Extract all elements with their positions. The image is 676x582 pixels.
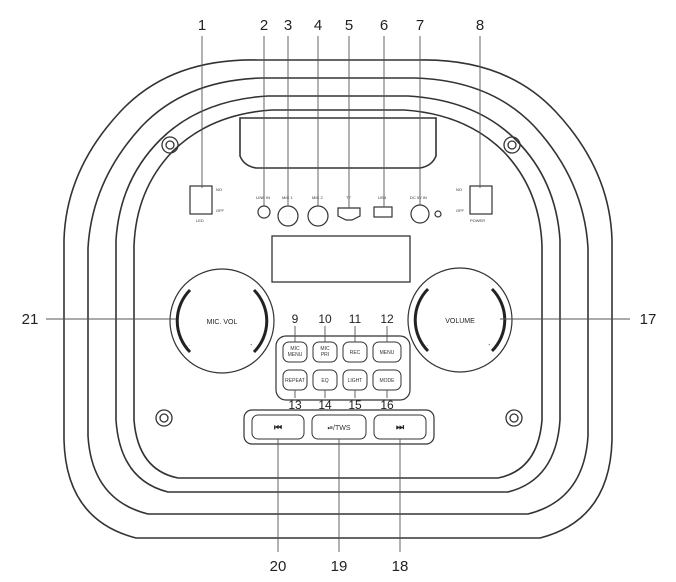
mode-label: MODE	[380, 378, 396, 384]
led-on-label: NO	[216, 187, 222, 192]
mic-volume-plus: +	[250, 342, 253, 347]
callout-5: 5	[345, 17, 353, 34]
led-switch[interactable]: NO OFF LED	[189, 185, 225, 223]
callout-1: 1	[198, 17, 206, 34]
button-row-1: MIC MENU MIC PRI REC MENU	[282, 341, 402, 363]
screw-top-right	[503, 136, 521, 154]
led-label: LED	[196, 218, 204, 223]
repeat-button[interactable]: REPEAT	[282, 369, 308, 391]
next-icon: ⏭	[396, 422, 405, 432]
mic-volume-label: MIC. VOL	[207, 319, 238, 326]
play-tws-label: ⏯/TWS	[327, 425, 350, 432]
mic-volume-knob[interactable]: MIC. VOL - +	[169, 268, 275, 374]
callout-4: 4	[314, 17, 322, 34]
volume-knob[interactable]: VOLUME - +	[407, 267, 513, 373]
callout-15: 15	[348, 398, 362, 412]
button-panel	[275, 335, 411, 401]
svg-text:PRI: PRI	[321, 352, 329, 358]
mic2-jack	[307, 205, 329, 227]
light-label: LIGHT	[348, 378, 363, 384]
callout-13: 13	[288, 398, 302, 412]
callout-8: 8	[476, 17, 484, 34]
button-row-2: REPEAT EQ LIGHT MODE	[282, 369, 402, 391]
screw-top-left	[161, 136, 179, 154]
speaker-body	[63, 59, 613, 539]
callout-16: 16	[380, 398, 394, 412]
eq-label: EQ	[321, 378, 328, 384]
eq-button[interactable]: EQ	[312, 369, 338, 391]
line-in-jack	[257, 205, 271, 219]
callout-10: 10	[318, 312, 332, 326]
volume-label: VOLUME	[445, 318, 475, 325]
callout-19: 19	[331, 558, 348, 575]
callout-numbers: 1 2 3 4 5 6 7 8 21 17 9 10 11 12 13 14 1…	[22, 17, 657, 575]
callout-20: 20	[270, 558, 287, 575]
usb-port	[373, 206, 393, 218]
callout-7: 7	[416, 17, 424, 34]
screw-bottom-left	[155, 409, 173, 427]
rec-label: REC	[350, 350, 361, 356]
menu-button[interactable]: MENU	[372, 341, 402, 363]
led-off-label: OFF	[216, 208, 225, 213]
svg-text:MENU: MENU	[288, 352, 303, 358]
mode-button[interactable]: MODE	[372, 369, 402, 391]
callout-17: 17	[640, 311, 657, 328]
callout-11: 11	[349, 312, 362, 326]
leader-lines	[46, 36, 630, 552]
mic-menu-button[interactable]: MIC MENU	[282, 341, 308, 363]
rec-button[interactable]: REC	[342, 341, 368, 363]
callout-2: 2	[260, 17, 268, 34]
display-window	[271, 235, 411, 283]
callout-6: 6	[380, 17, 388, 34]
callout-14: 14	[318, 398, 332, 412]
port-label-usb: USB	[378, 195, 387, 200]
tf-slot	[337, 207, 361, 221]
next-button[interactable]: ⏭	[373, 414, 427, 440]
port-label-dc-in: DC 5V IN	[410, 195, 427, 200]
power-switch[interactable]: NO OFF POWER	[456, 185, 493, 223]
play-tws-button[interactable]: ⏯/TWS	[311, 414, 367, 440]
port-label-line-in: LINE IN	[256, 195, 270, 200]
volume-plus: +	[488, 342, 491, 347]
callout-12: 12	[380, 312, 394, 326]
ports	[257, 204, 442, 227]
indicator-led	[434, 210, 442, 218]
dc-in-jack	[410, 204, 430, 224]
power-off-label: OFF	[456, 208, 465, 213]
callout-18: 18	[392, 558, 409, 575]
volume-minus: -	[427, 342, 429, 347]
svg-text:MIC: MIC	[320, 346, 330, 352]
power-on-label: NO	[456, 187, 462, 192]
previous-button[interactable]: ⏮	[251, 414, 305, 440]
power-label: POWER	[470, 218, 485, 223]
mic-volume-minus: -	[189, 342, 191, 347]
callout-3: 3	[284, 17, 292, 34]
repeat-label: REPEAT	[285, 378, 305, 384]
mic1-jack	[277, 205, 299, 227]
corner-screws	[155, 136, 523, 427]
callout-9: 9	[292, 312, 299, 326]
menu-label: MENU	[380, 350, 395, 356]
mic-pri-button[interactable]: MIC PRI	[312, 341, 338, 363]
svg-text:MIC: MIC	[290, 346, 300, 352]
light-button[interactable]: LIGHT	[342, 369, 368, 391]
screw-bottom-right	[505, 409, 523, 427]
previous-icon: ⏮	[274, 422, 282, 432]
port-labels: LINE IN MIC 1 MIC 2 TF USB DC 5V IN	[256, 195, 427, 200]
callout-21: 21	[22, 311, 39, 328]
